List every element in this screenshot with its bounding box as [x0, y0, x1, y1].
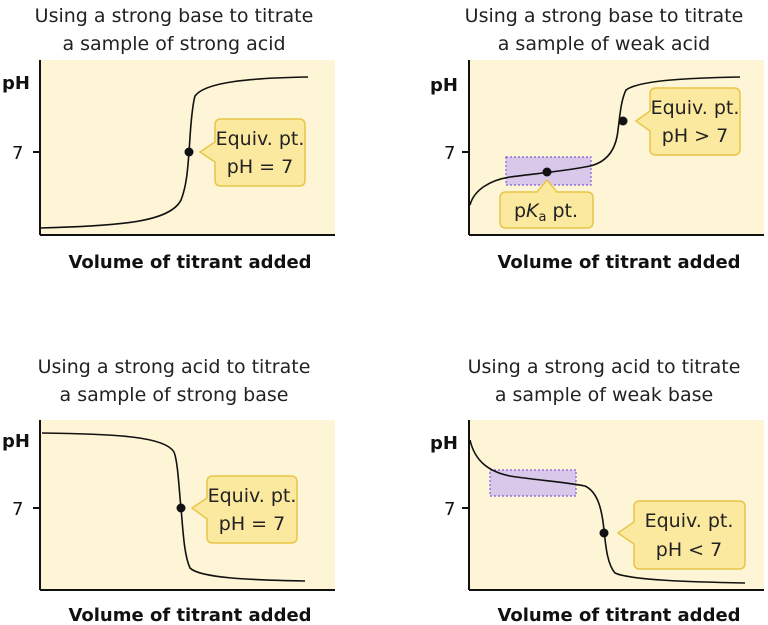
panel-4-equiv-point — [599, 528, 609, 538]
panel-3-callout-line2: pH = 7 — [219, 513, 285, 535]
panel-2-title-line2: a sample of weak acid — [497, 33, 711, 55]
panel-1-callout-line2: pH = 7 — [227, 156, 293, 178]
panel-1-xlabel: Volume of titrant added — [68, 252, 311, 273]
panel-2-xlabel: Volume of titrant added — [497, 252, 740, 273]
panel-3-callout — [190, 475, 298, 544]
panel-4-ylabel: pH — [430, 433, 458, 454]
panel-1-callout — [198, 118, 306, 187]
panel-2-title: Using a strong base to titrate a sample … — [434, 2, 768, 58]
panel-2-pka-point — [542, 167, 552, 177]
panel-2-ylabel: pH — [430, 75, 458, 96]
panel-3-plot: pH 7 Volume of titrant added Equiv. pt. … — [2, 420, 335, 625]
panel-4-title: Using a strong acid to titrate a sample … — [434, 353, 768, 409]
panel-3-ytick-label: 7 — [12, 499, 23, 520]
panel-3-xlabel: Volume of titrant added — [68, 605, 311, 625]
panel-2-pka-rest: pt. — [546, 200, 578, 222]
panel-2-callout-line1: Equiv. pt. — [651, 97, 740, 119]
panel-4-callout-line1: Equiv. pt. — [645, 510, 734, 532]
panel-3-title-line1: Using a strong acid to titrate — [37, 356, 311, 378]
panel-2-pka-callout — [499, 178, 594, 229]
panel-2-equiv-point — [618, 116, 628, 126]
panel-4-plot: pH 7 Volume of titrant added Equiv. pt. … — [430, 420, 764, 625]
panel-1-ytick-label: 7 — [12, 143, 23, 164]
panel-4-ytick-label: 7 — [444, 499, 455, 520]
panel-2-titration-curve — [469, 76, 741, 206]
panel-1-plot: pH 7 Volume of titrant added Equiv. pt. … — [2, 60, 335, 273]
panel-2-title-line1: Using a strong base to titrate — [464, 5, 744, 27]
panel-3-equiv-point — [176, 503, 186, 513]
panel-4-title-line2: a sample of weak base — [494, 384, 714, 406]
panel-4-callout-line2: pH < 7 — [656, 539, 722, 561]
panel-1-callout-line1: Equiv. pt. — [216, 128, 305, 150]
panel-2-ytick-label: 7 — [444, 143, 455, 164]
panel-2-pka-p: p — [514, 200, 526, 222]
panel-1-equiv-point — [184, 147, 194, 157]
panel-4-title-line1: Using a strong acid to titrate — [467, 356, 741, 378]
panel-2-equiv-callout — [634, 87, 741, 156]
panel-2-pka-label: pKa pt. — [514, 200, 578, 225]
panel-4-callout — [616, 500, 746, 570]
panel-1-title-line2: a sample of strong acid — [62, 33, 286, 55]
panel-4-titration-curve — [469, 439, 746, 584]
panel-2-callout-line2: pH > 7 — [662, 125, 728, 147]
panel-1-title-line1: Using a strong base to titrate — [34, 5, 314, 27]
panel-3-title-line2: a sample of strong base — [59, 384, 289, 406]
panel-2-pka-k: K — [526, 200, 540, 222]
panel-4-xlabel: Volume of titrant added — [497, 605, 740, 625]
panel-3-callout-line1: Equiv. pt. — [208, 485, 297, 507]
panel-3-title: Using a strong acid to titrate a sample … — [4, 353, 344, 409]
panel-2-pka-sub: a — [538, 210, 546, 225]
panel-3-ylabel: pH — [2, 431, 30, 452]
panel-1-title: Using a strong base to titrate a sample … — [4, 2, 344, 58]
panel-2-plot: pH 7 Volume of titrant added Equiv. pt. … — [430, 60, 764, 273]
panel-1-ylabel: pH — [2, 73, 30, 94]
